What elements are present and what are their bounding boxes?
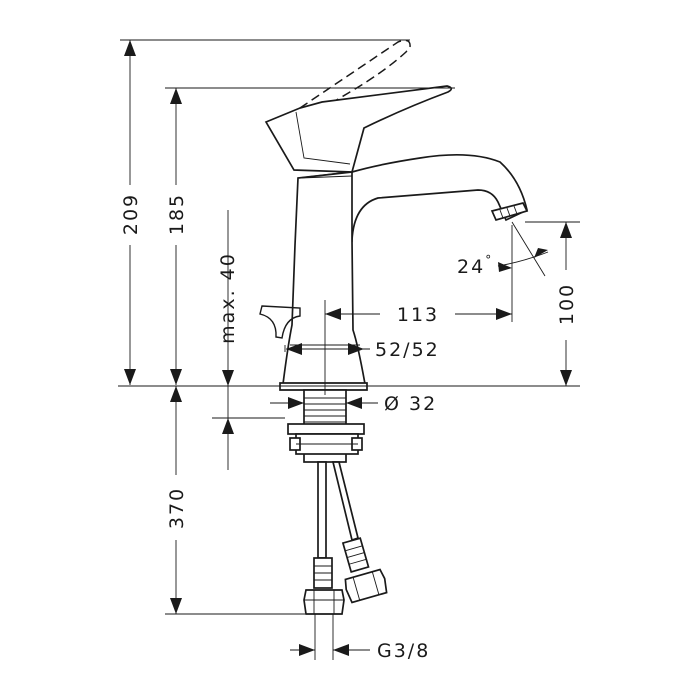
faucet-spout [298,153,528,243]
dimension-label-209: 209 [120,193,142,235]
dimension-base-diameter: 52/52 [284,339,440,361]
dimension-label-max-40: max. 40 [217,252,239,344]
dimension-label-g3-8: G3/8 [377,640,430,662]
mounting-shank [287,389,365,463]
dimension-spout-height: 100 [525,221,580,386]
dimension-max-thickness: max. 40 [212,210,285,470]
dimension-hose-length: 370 [165,386,305,615]
supply-hoses [303,461,388,615]
dimension-label-113: 113 [397,304,439,326]
dimension-label-185: 185 [166,193,188,235]
dimension-connection-thread: G3/8 [290,614,430,662]
dimension-label-diameter-32: Ø 32 [384,393,437,415]
dimension-label-52-52: 52/52 [375,339,440,361]
dimension-shank-diameter: Ø 32 [270,393,437,415]
dimension-label-370: 370 [166,487,188,529]
dimension-label-100: 100 [556,283,578,325]
aerator [490,202,529,222]
base-plate [279,382,368,391]
dimension-spout-angle: 24° [457,221,549,278]
dimension-spout-reach: 113 [324,225,513,395]
lever-raised-outline [299,39,411,111]
dimension-total-height: 209 [120,39,410,385]
popup-rod [259,305,301,339]
dimension-label-24: 24° [457,253,493,278]
faucet-body [259,39,529,391]
lever-handle [264,85,453,173]
dimension-body-height: 185 [165,87,455,385]
degree-symbol: ° [485,253,493,267]
